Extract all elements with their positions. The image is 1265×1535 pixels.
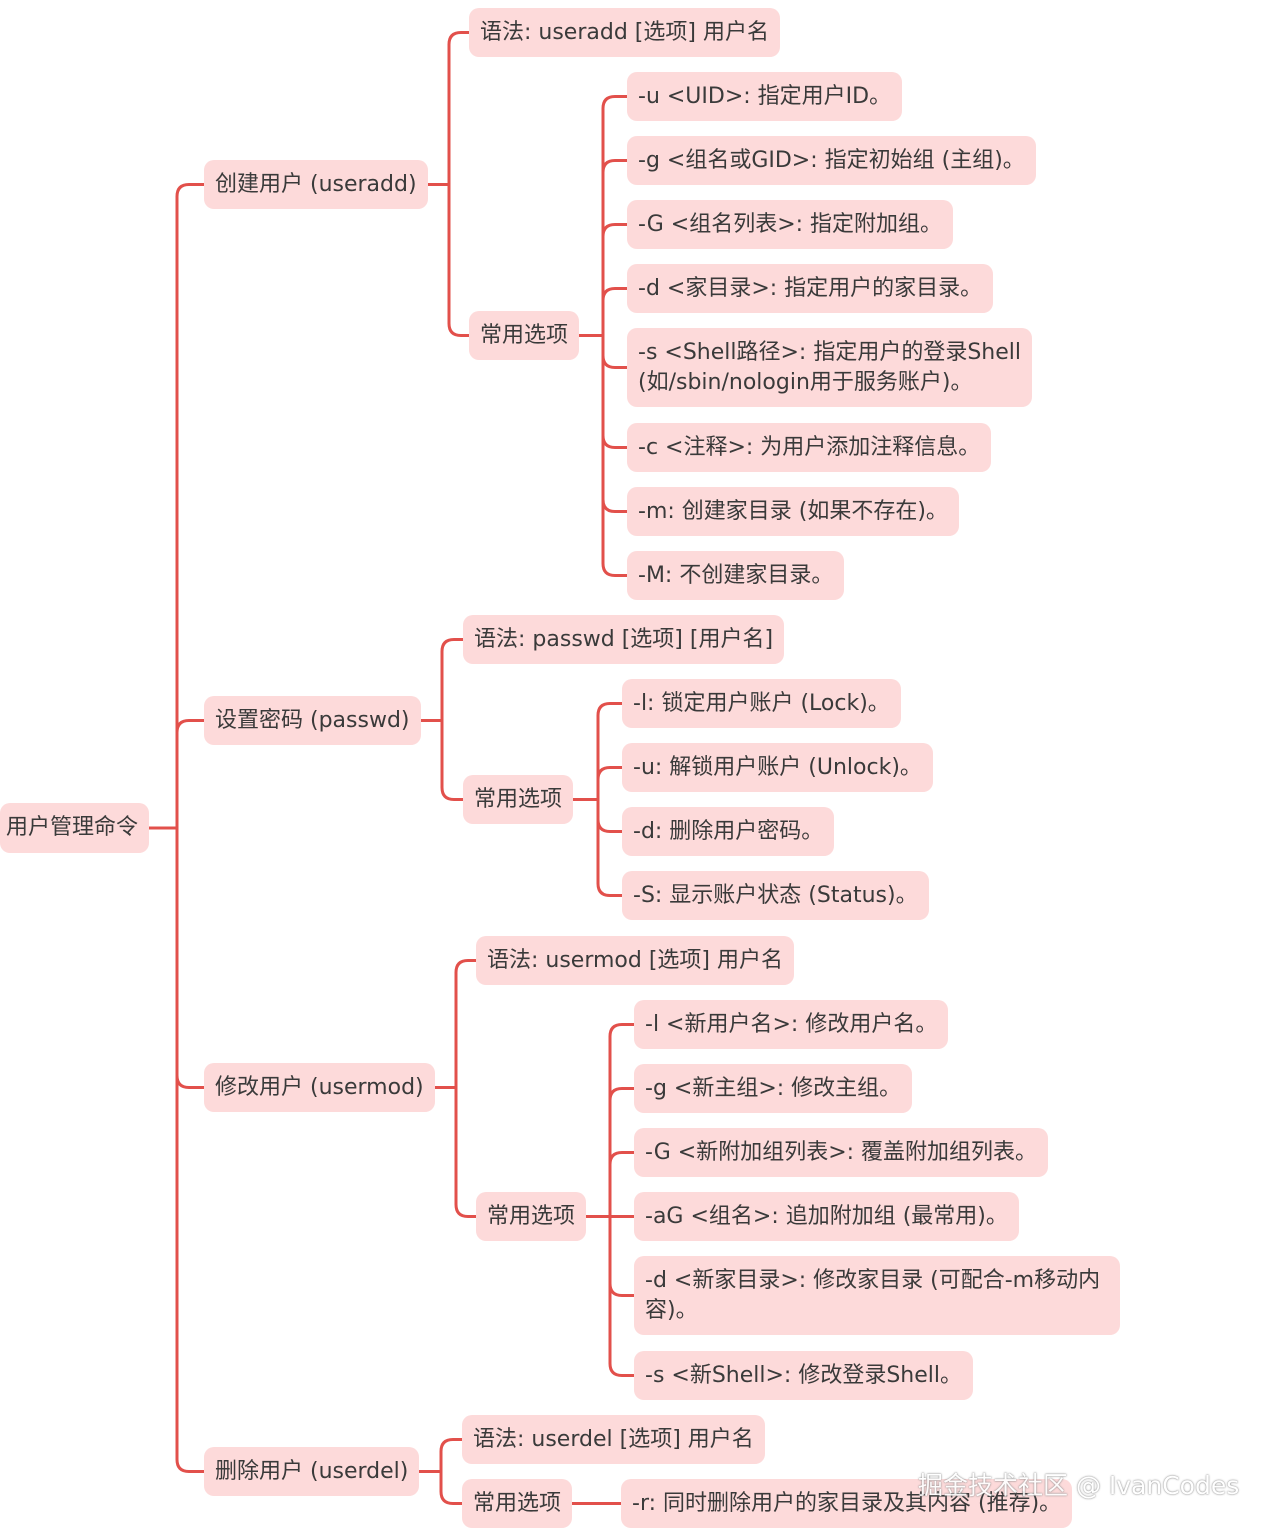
passwd-option[interactable]: -u: 解锁用户账户 (Unlock)。 [622,743,933,792]
branch-useradd[interactable]: 创建用户 (useradd) [204,160,428,209]
connector-line [601,287,629,337]
connector-line [439,1438,464,1473]
useradd-option[interactable]: -M: 不创建家目录。 [627,551,845,600]
passwd-options-label[interactable]: 常用选项 [463,775,574,824]
usermod-option[interactable]: -g <新主组>: 修改主组。 [634,1064,913,1113]
connector-line [608,1215,636,1377]
connector-line [596,702,624,801]
branch-usermod[interactable]: 修改用户 (usermod) [204,1063,435,1112]
connector-line [601,334,629,577]
usermod-option[interactable]: -G <新附加组列表>: 覆盖附加组列表。 [634,1128,1049,1177]
passwd-option[interactable]: -S: 显示账户状态 (Status)。 [622,871,929,920]
useradd-option[interactable]: -s <Shell路径>: 指定用户的登录Shell (如/sbin/nolog… [627,328,1032,407]
connector-line [601,159,629,337]
connector-line [175,183,206,830]
root-node[interactable]: 用户管理命令 [0,803,150,853]
connector-line [601,334,629,369]
connector-line [601,334,629,449]
connector-line [601,95,629,337]
connector-line [454,1086,478,1218]
passwd-syntax[interactable]: 语法: passwd [选项] [用户名] [463,615,785,664]
useradd-options-label[interactable]: 常用选项 [469,311,580,360]
userdel-option[interactable]: -r: 同时删除用户的家目录及其内容 (推荐)。 [621,1479,1073,1528]
usermod-option[interactable]: -l <新用户名>: 修改用户名。 [634,1000,949,1049]
useradd-option[interactable]: -c <注释>: 为用户添加注释信息。 [627,423,992,472]
watermark: 掘金技术社区 @ IvanCodes [918,1471,1240,1500]
useradd-option[interactable]: -d <家目录>: 指定用户的家目录。 [627,264,994,313]
passwd-option[interactable]: -l: 锁定用户账户 (Lock)。 [622,679,901,728]
connector-line [608,1087,636,1218]
connector-line [447,183,471,337]
usermod-option[interactable]: -d <新家目录>: 修改家目录 (可配合-m移动内容)。 [634,1256,1120,1335]
connector-line [175,826,206,1089]
usermod-syntax[interactable]: 语法: usermod [选项] 用户名 [476,936,795,985]
connector-line [439,1470,464,1505]
usermod-options-label[interactable]: 常用选项 [476,1192,587,1241]
useradd-option[interactable]: -g <组名或GID>: 指定初始组 (主组)。 [627,136,1036,185]
usermod-option[interactable]: -s <新Shell>: 修改登录Shell。 [634,1351,974,1400]
passwd-option[interactable]: -d: 删除用户密码。 [622,807,835,856]
connector-line [608,1023,636,1218]
connector-line [596,766,624,801]
usermod-option[interactable]: -aG <组名>: 追加附加组 (最常用)。 [634,1192,1019,1241]
connector-line [608,1151,636,1218]
useradd-syntax[interactable]: 语法: useradd [选项] 用户名 [469,8,780,57]
connector-line [440,638,465,722]
branch-userdel[interactable]: 删除用户 (userdel) [204,1447,420,1496]
connector-line [608,1215,636,1297]
connector-line [175,719,206,830]
connector-line [175,826,206,1473]
connector-line [601,334,629,513]
connector-line [601,223,629,337]
connector-line [440,719,465,801]
useradd-option[interactable]: -m: 创建家目录 (如果不存在)。 [627,487,959,536]
useradd-option[interactable]: -u <UID>: 指定用户ID。 [627,72,903,121]
connector-line [447,31,471,186]
branch-passwd[interactable]: 设置密码 (passwd) [204,696,421,745]
connector-line [454,959,478,1089]
connector-line [596,798,624,833]
connector-line [596,798,624,897]
userdel-syntax[interactable]: 语法: userdel [选项] 用户名 [462,1415,765,1464]
useradd-option[interactable]: -G <组名列表>: 指定附加组。 [627,200,954,249]
userdel-options-label[interactable]: 常用选项 [462,1479,573,1528]
